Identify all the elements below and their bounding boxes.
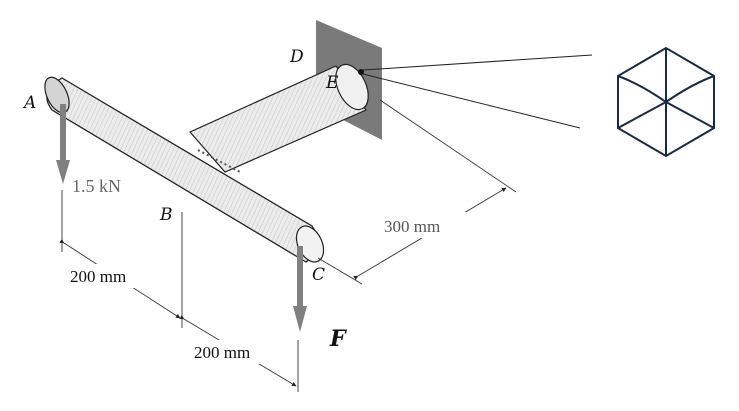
dim-label-bc: 200 mm: [194, 343, 250, 362]
force-arrow-f: [293, 246, 307, 332]
rod-be: [189, 63, 369, 173]
leader-line-bottom: [362, 73, 581, 129]
label-e: E: [325, 73, 339, 93]
point-e-marker: [358, 69, 364, 75]
dim-label-ab: 200 mm: [70, 267, 126, 286]
force-arrow-a: [56, 104, 70, 184]
leader-line-top: [362, 54, 593, 71]
label-c: C: [312, 265, 325, 285]
force-label-f: F: [329, 326, 347, 352]
label-d: D: [289, 47, 304, 67]
dim-label-be: 300 mm: [384, 217, 440, 236]
force-label-a: 1.5 kN: [72, 176, 121, 196]
ext-line-e: [379, 99, 517, 193]
label-a: A: [22, 93, 36, 113]
cross-section-inset: [617, 46, 715, 158]
label-b: B: [159, 205, 173, 225]
rod-ac: [44, 76, 325, 263]
